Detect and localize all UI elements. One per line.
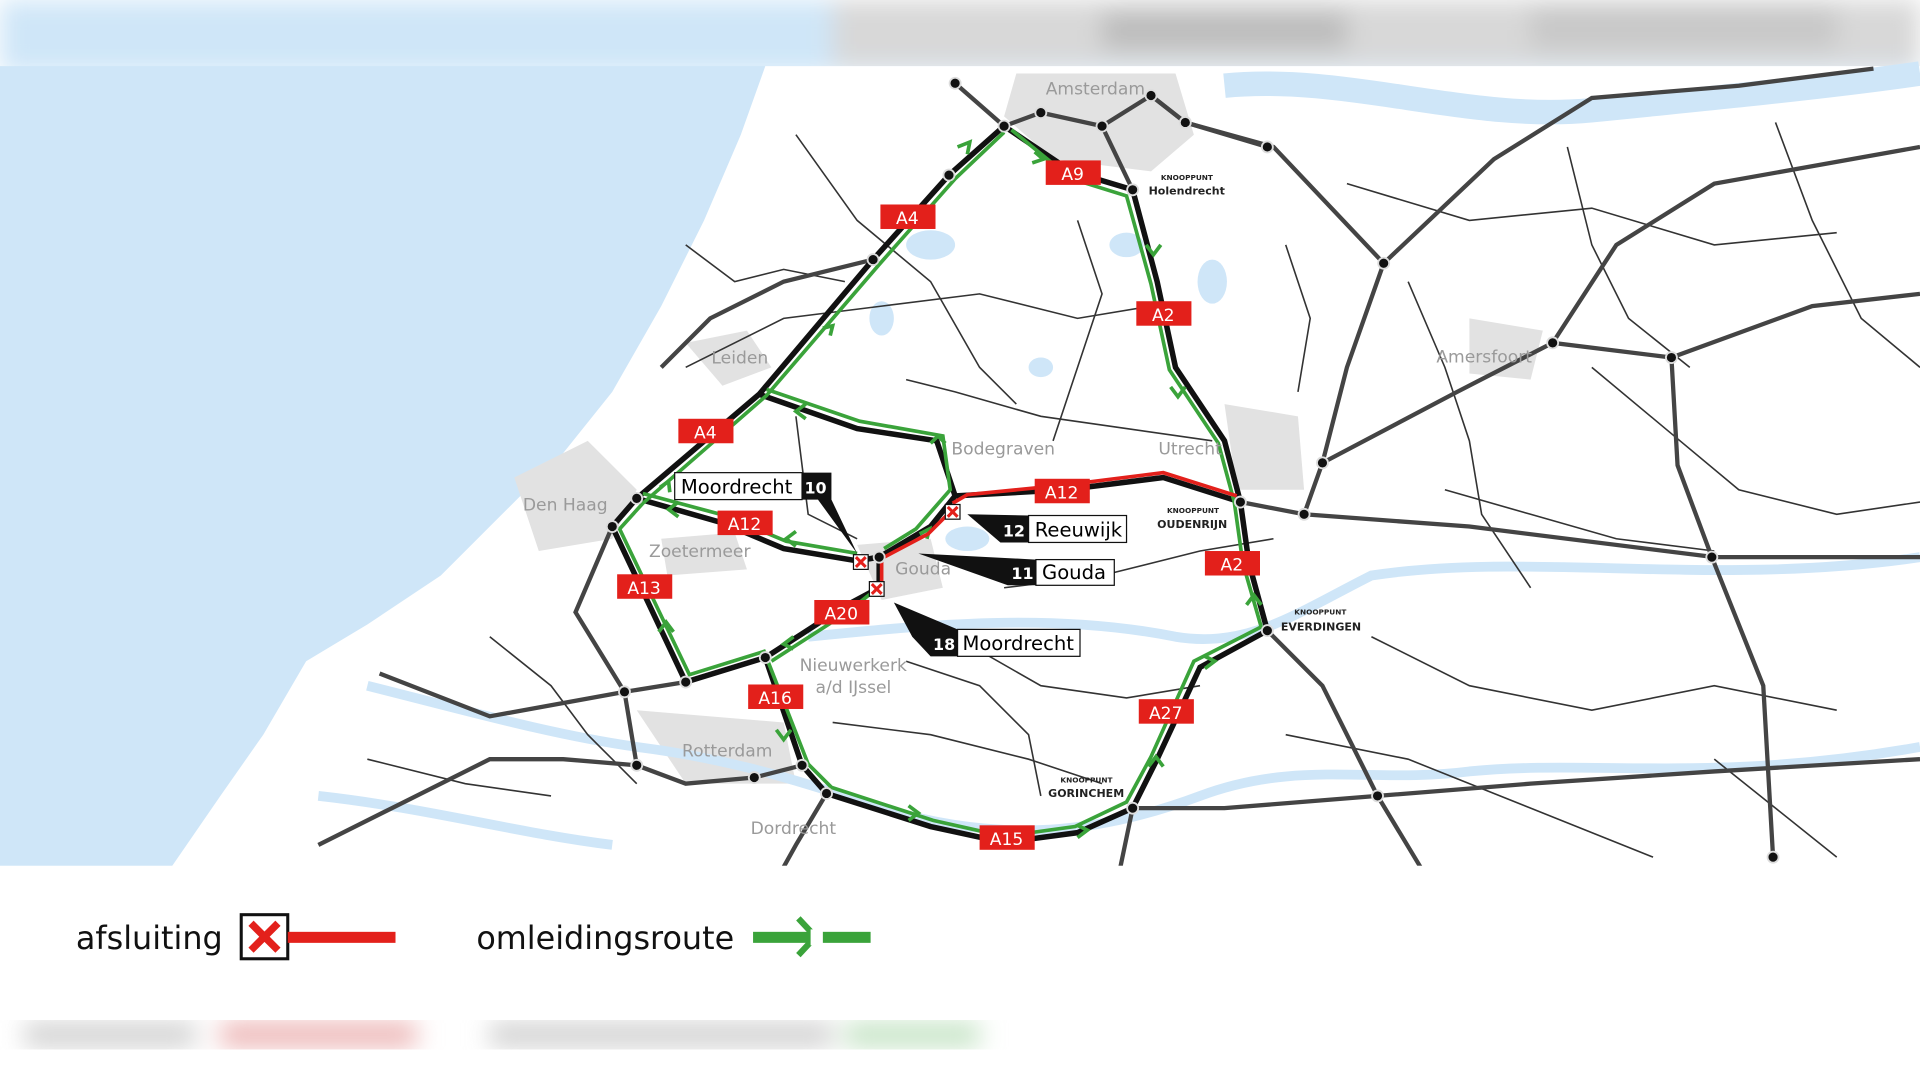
shield-a2-south: A2: [1204, 551, 1260, 576]
shield-a2-north: A2: [1136, 301, 1192, 326]
city-amsterdam: Amsterdam: [1046, 79, 1145, 99]
svg-text:GORINCHEM: GORINCHEM: [1048, 787, 1124, 800]
shield-a27: A27: [1138, 699, 1194, 724]
svg-text:A27: A27: [1149, 704, 1183, 724]
svg-text:A16: A16: [758, 689, 792, 709]
junctions: [605, 76, 1780, 864]
svg-text:afsluiting: afsluiting: [76, 919, 223, 957]
shield-a4-south: A4: [678, 418, 734, 443]
blurred-bottom-strip: [24, 1022, 980, 1047]
svg-text:KNOOPPUNT: KNOOPPUNT: [1294, 608, 1346, 617]
svg-text:A13: A13: [627, 579, 661, 599]
city-utrecht: Utrecht: [1158, 439, 1222, 459]
svg-text:Holendrecht: Holendrecht: [1149, 185, 1226, 198]
city-rotterdam: Rotterdam: [682, 742, 772, 762]
svg-text:A12: A12: [1045, 483, 1079, 503]
exit-callout-moordrecht-10: Moordrecht 10: [674, 472, 858, 554]
city-leiden: Leiden: [711, 349, 768, 369]
exit-callout-moordrecht-18: 18 Moordrecht: [893, 602, 1081, 657]
legend-closure: afsluiting: [76, 913, 396, 961]
svg-text:10: 10: [804, 478, 826, 497]
svg-text:A12: A12: [728, 515, 762, 535]
city-labels: Amsterdam Leiden Den Haag Zoetermeer Gou…: [523, 79, 1532, 839]
svg-text:A4: A4: [896, 209, 919, 229]
svg-text:A4: A4: [694, 423, 717, 443]
svg-text:KNOOPPUNT: KNOOPPUNT: [1161, 173, 1213, 182]
svg-text:Gouda: Gouda: [1042, 561, 1106, 584]
svg-text:A2: A2: [1152, 306, 1175, 326]
shield-a16: A16: [748, 684, 804, 709]
minor-roads: [367, 122, 1920, 858]
blurred-top-strip: [0, 0, 1920, 74]
city-nieuwerkerk: Nieuwerkerk: [800, 656, 907, 676]
detour-arrows: [657, 139, 1263, 840]
svg-text:EVERDINGEN: EVERDINGEN: [1281, 621, 1361, 634]
svg-text:12: 12: [1003, 521, 1025, 540]
road-shields: A9 A4 A2 A4 A12 A12 A2 A13 A20 A16 A27 A…: [617, 160, 1260, 850]
svg-text:Reeuwijk: Reeuwijk: [1035, 518, 1123, 541]
svg-text:A2: A2: [1221, 556, 1244, 576]
shield-a4-north: A4: [880, 204, 936, 229]
svg-text:Moordrecht: Moordrecht: [681, 475, 793, 498]
city-nieuwerkerk-line2: a/d IJssel: [816, 678, 892, 698]
shield-a15: A15: [979, 825, 1035, 850]
svg-text:11: 11: [1011, 564, 1033, 583]
legend-detour: omleidingsroute: [476, 916, 871, 958]
shield-a13: A13: [617, 574, 673, 599]
svg-text:A15: A15: [990, 830, 1024, 850]
shield-a20: A20: [814, 600, 870, 625]
svg-text:KNOOPPUNT: KNOOPPUNT: [1167, 506, 1219, 515]
closure-markers: [852, 503, 961, 597]
city-bodegraven: Bodegraven: [951, 439, 1055, 459]
svg-text:OUDENRIJN: OUDENRIJN: [1157, 518, 1227, 531]
svg-text:KNOOPPUNT: KNOOPPUNT: [1060, 775, 1112, 784]
svg-text:omleidingsroute: omleidingsroute: [476, 919, 734, 957]
svg-text:18: 18: [933, 635, 955, 654]
shield-a12-west: A12: [717, 510, 773, 535]
shield-a12-east: A12: [1034, 478, 1090, 503]
knooppunt-labels: KNOOPPUNT Holendrecht KNOOPPUNT OUDENRIJ…: [1048, 173, 1361, 800]
exit-callout-gouda-11: 11 Gouda: [918, 553, 1115, 586]
city-den-haag: Den Haag: [523, 496, 608, 516]
svg-text:A9: A9: [1061, 165, 1084, 185]
city-zoetermeer: Zoetermeer: [649, 542, 751, 562]
lakes: [869, 230, 1227, 552]
city-gouda: Gouda: [895, 559, 951, 579]
city-amersfoort: Amersfoort: [1436, 347, 1532, 367]
city-dordrecht: Dordrecht: [751, 819, 837, 839]
shield-a9: A9: [1045, 160, 1101, 185]
svg-text:Moordrecht: Moordrecht: [962, 632, 1074, 655]
highway-a20: [763, 557, 882, 660]
exit-callout-reeuwijk-12: 12 Reeuwijk: [967, 514, 1128, 544]
svg-text:A20: A20: [824, 605, 858, 625]
